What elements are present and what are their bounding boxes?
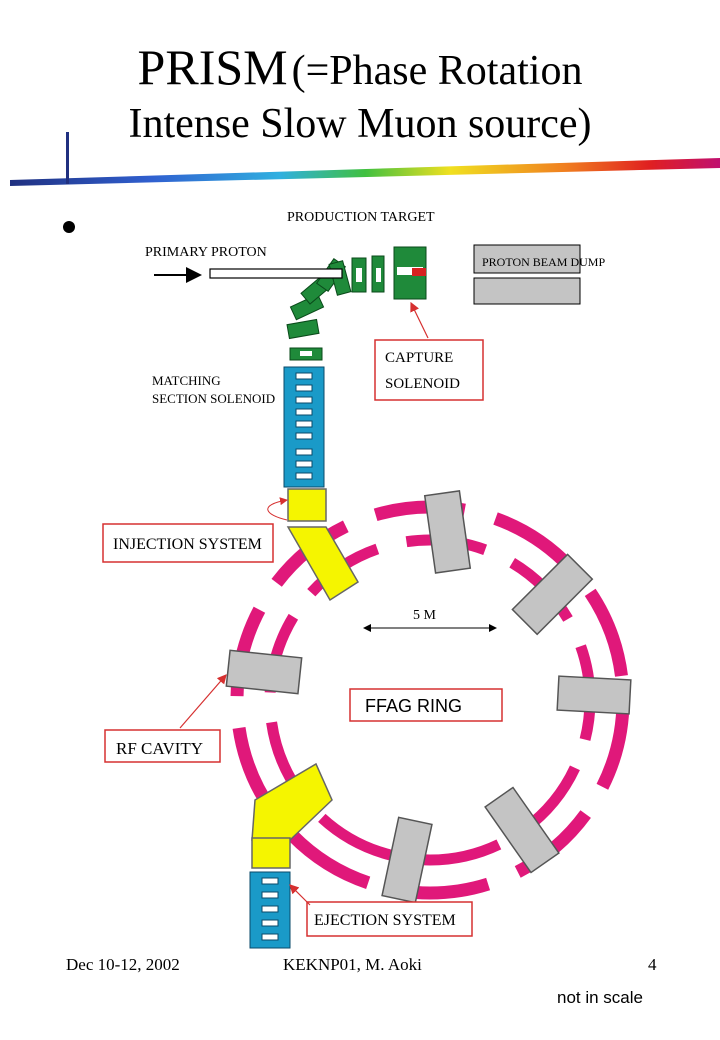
label-matching: MATCHING <box>152 373 221 388</box>
matching-section-solenoid <box>283 366 325 488</box>
ejection-solenoid <box>249 871 291 949</box>
magnet <box>484 786 560 874</box>
primary-proton-pipe <box>209 268 343 279</box>
ffag-ring-label: FFAG RING <box>349 688 503 722</box>
ring-magnets <box>225 490 632 904</box>
capture-solenoid-label: CAPTURE SOLENOID <box>374 339 484 401</box>
label-primary-proton: PRIMARY PROTON <box>145 245 267 260</box>
scale-bar: 5 M <box>363 608 497 632</box>
page-number: 4 <box>648 955 657 974</box>
ejection-system-label: EJECTION SYSTEM <box>306 901 473 937</box>
ejection-kicker-1 <box>251 762 333 841</box>
rf-cavity-label: RF CAVITY <box>104 729 221 763</box>
label-solenoid: SOLENOID <box>385 376 460 392</box>
label-injection-system: INJECTION SYSTEM <box>113 536 262 553</box>
title-main: PRISM <box>137 39 288 95</box>
magnet <box>423 490 472 574</box>
label-capture: CAPTURE <box>385 350 453 366</box>
title-rainbow-underline <box>10 132 720 186</box>
footer-author: KEKNP01, M. Aoki <box>283 955 422 974</box>
magnet <box>225 649 303 695</box>
label-ffag-ring: FFAG RING <box>365 696 462 716</box>
ejection-kicker-2 <box>251 837 291 869</box>
label-production-target: PRODUCTION TARGET <box>287 210 435 225</box>
production-target <box>412 268 426 276</box>
label-rf-cavity: RF CAVITY <box>116 739 203 758</box>
injection-kicker-2 <box>286 526 360 602</box>
title-paren: (=Phase Rotation <box>291 48 583 94</box>
magnet <box>556 675 632 715</box>
injection-kicker-1 <box>287 488 327 522</box>
footer-date: Dec 10-12, 2002 <box>66 955 180 974</box>
label-ejection-system: EJECTION SYSTEM <box>314 912 456 929</box>
label-scale: 5 M <box>413 608 437 623</box>
proton-beam-dump <box>473 244 581 305</box>
scale-note: not in scale <box>557 988 643 1007</box>
solenoid-gaps <box>300 267 423 356</box>
kickers <box>251 488 360 869</box>
slide-title-line-1: PRISM (=Phase Rotation <box>0 38 720 96</box>
slide-title-line-2: Intense Slow Muon source) <box>128 101 592 147</box>
label-section-solenoid: SECTION SOLENOID <box>152 391 275 406</box>
injection-system-label: INJECTION SYSTEM <box>102 523 274 563</box>
magnet <box>511 553 594 636</box>
magnet <box>381 816 433 904</box>
bullet-icon <box>63 221 75 233</box>
label-proton-beam-dump: PROTON BEAM DUMP <box>482 255 605 269</box>
